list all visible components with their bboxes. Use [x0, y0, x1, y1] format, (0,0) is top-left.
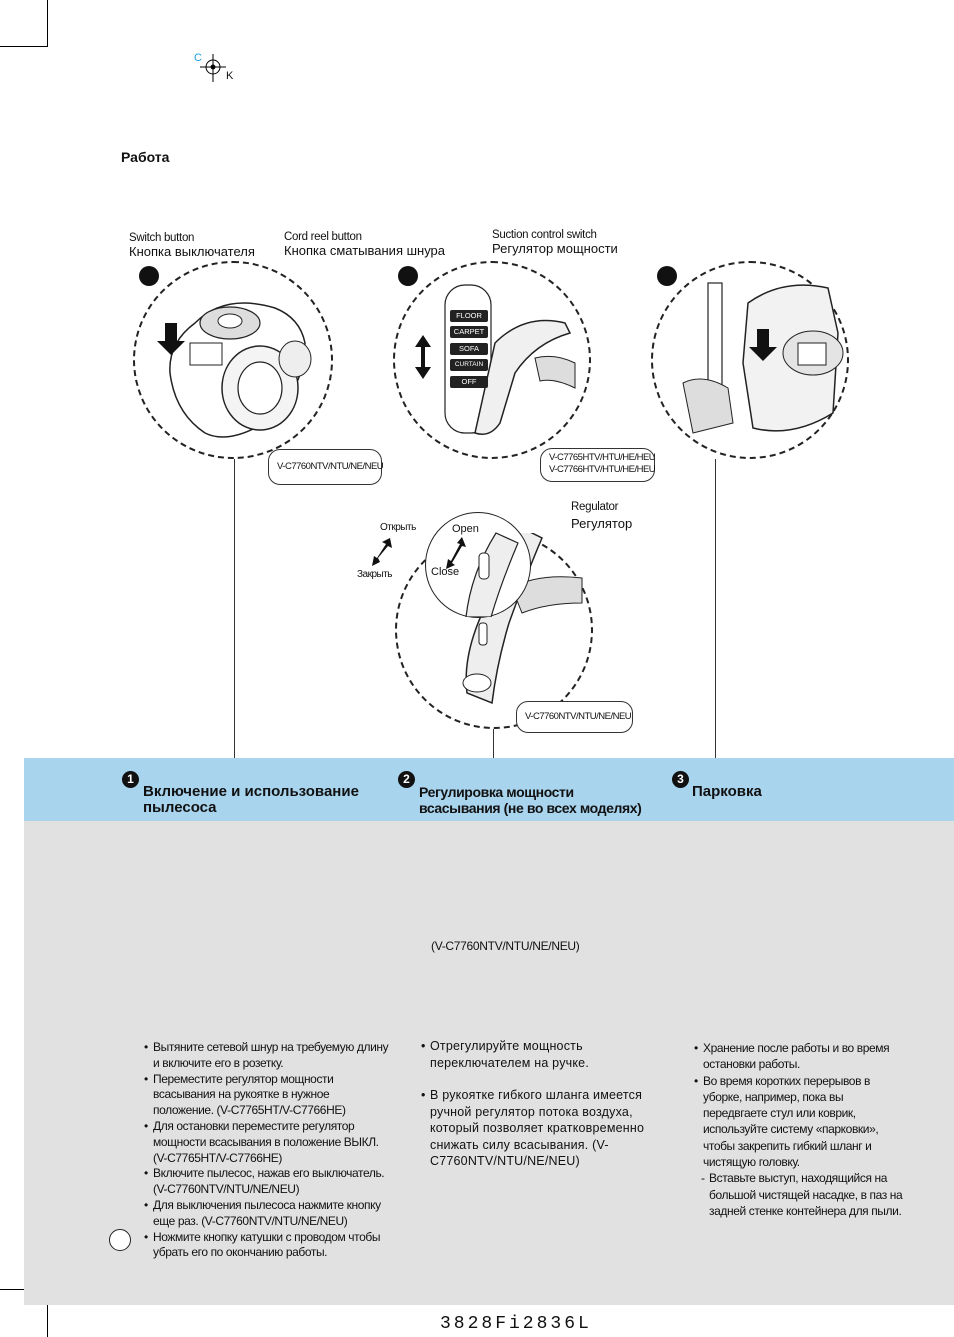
mode-curtain: CURTAIN	[450, 359, 488, 371]
model-note-bubble-2: V-C7765HTV/HTU/HE/HEU V-C7766HTV/HTU/HE/…	[540, 448, 656, 482]
list-item: Переместите регулятор мощности всасывани…	[144, 1072, 389, 1119]
footer-code: 3828Fi2836L	[440, 1314, 592, 1334]
switch-button-label-en: Switch button	[129, 232, 195, 244]
header-1-title: Включение и использование пылесоса	[143, 783, 359, 816]
crop-mark	[47, 0, 48, 47]
model-note-bubble-1: V-C7760NTV/NTU/NE/NEU	[268, 449, 384, 485]
suction-control-label-en: Suction control switch	[492, 229, 597, 241]
open-label-en: Open	[452, 523, 479, 535]
connector-line-3	[715, 459, 716, 758]
suction-control-label-ru: Регулятор мощности	[492, 241, 618, 256]
step-3-marker	[657, 266, 677, 286]
mode-off: OFF	[450, 376, 488, 388]
header-3-number: 3	[672, 771, 689, 788]
section-title: Работа	[121, 149, 170, 165]
list-item: Во время коротких перерывов в уборке, на…	[694, 1073, 909, 1171]
column-2-list: Отрегулируйте мощность переключателем на…	[421, 1038, 671, 1170]
header-2-number: 2	[398, 771, 415, 788]
mode-floor: FLOOR	[450, 310, 488, 322]
step-1-marker	[139, 266, 159, 286]
column-3-list: Хранение после работы и во время останов…	[694, 1040, 909, 1219]
list-item: Вытяните сетевой шнур на требуемую длину…	[144, 1040, 389, 1072]
registration-target-icon: C K	[190, 50, 240, 84]
regulator-label-ru: Регулятор	[571, 516, 633, 531]
list-item: В рукоятке гибкого шланга имеется ручной…	[421, 1087, 671, 1170]
mode-carpet: CARPET	[450, 326, 488, 338]
close-label-en: Close	[431, 566, 460, 578]
figure-parking	[651, 261, 849, 459]
cord-reel-label-ru: Кнопка сматывания шнура	[284, 243, 446, 258]
header-3-title: Парковка	[692, 783, 762, 800]
model-note-bubble-regulator: V-C7760NTV/NTU/NE/NEU	[516, 701, 633, 733]
connector-line-1	[234, 459, 235, 758]
header-1-number: 1	[122, 771, 139, 788]
list-item: Отрегулируйте мощность переключателем на…	[421, 1038, 671, 1071]
model-note-2a: V-C7765HTV/HTU/HE/HEU	[549, 452, 656, 463]
figure-vacuum-body	[133, 261, 333, 459]
crop-mark	[0, 46, 48, 47]
list-subitem: Вставьте выступ, находящийся на большой …	[694, 1170, 909, 1219]
list-item: Включите пылесос, нажав его выключатель.…	[144, 1166, 389, 1198]
list-item: Ножмите кнопку катушки с проводом чтобы …	[144, 1230, 389, 1262]
connector-line-2	[493, 729, 494, 758]
crop-mark	[47, 1289, 48, 1337]
middle-model-note: (V-C7760NTV/NTU/NE/NEU)	[431, 939, 580, 953]
open-label-ru: Открыть	[380, 522, 416, 533]
registration-c-label: C	[194, 52, 202, 64]
header-2-title-line1: Регулировка мощности	[419, 784, 574, 800]
close-label-ru: Закрыть	[357, 569, 393, 580]
step-2-marker	[398, 266, 418, 286]
figure-suction-switch: FLOOR CARPET SOFA CURTAIN OFF	[393, 261, 591, 459]
regulator-label-en: Regulator	[571, 501, 619, 513]
regulator-zoom-circle	[425, 512, 531, 618]
registration-k-label: K	[226, 70, 234, 82]
list-item: Для выключения пылесоса нажмите кнопку е…	[144, 1198, 389, 1230]
mode-sofa: SOFA	[450, 343, 488, 355]
open-close-arrow-icon	[370, 536, 394, 568]
switch-button-label-ru: Кнопка выключателя	[129, 244, 255, 259]
header-band	[24, 758, 954, 821]
column-1-list: Вытяните сетевой шнур на требуемую длину…	[144, 1040, 389, 1261]
list-item: Для остановки переместите регулятор мощн…	[144, 1119, 389, 1166]
header-2-title-line2: всасывания (не во всех моделях)	[419, 800, 642, 816]
cord-reel-label-en: Cord reel button	[284, 231, 362, 243]
page-number-circle	[109, 1229, 131, 1251]
list-item: Хранение после работы и во время останов…	[694, 1040, 909, 1073]
model-note-2b: V-C7766HTV/HTU/HE/HEU	[549, 464, 656, 475]
